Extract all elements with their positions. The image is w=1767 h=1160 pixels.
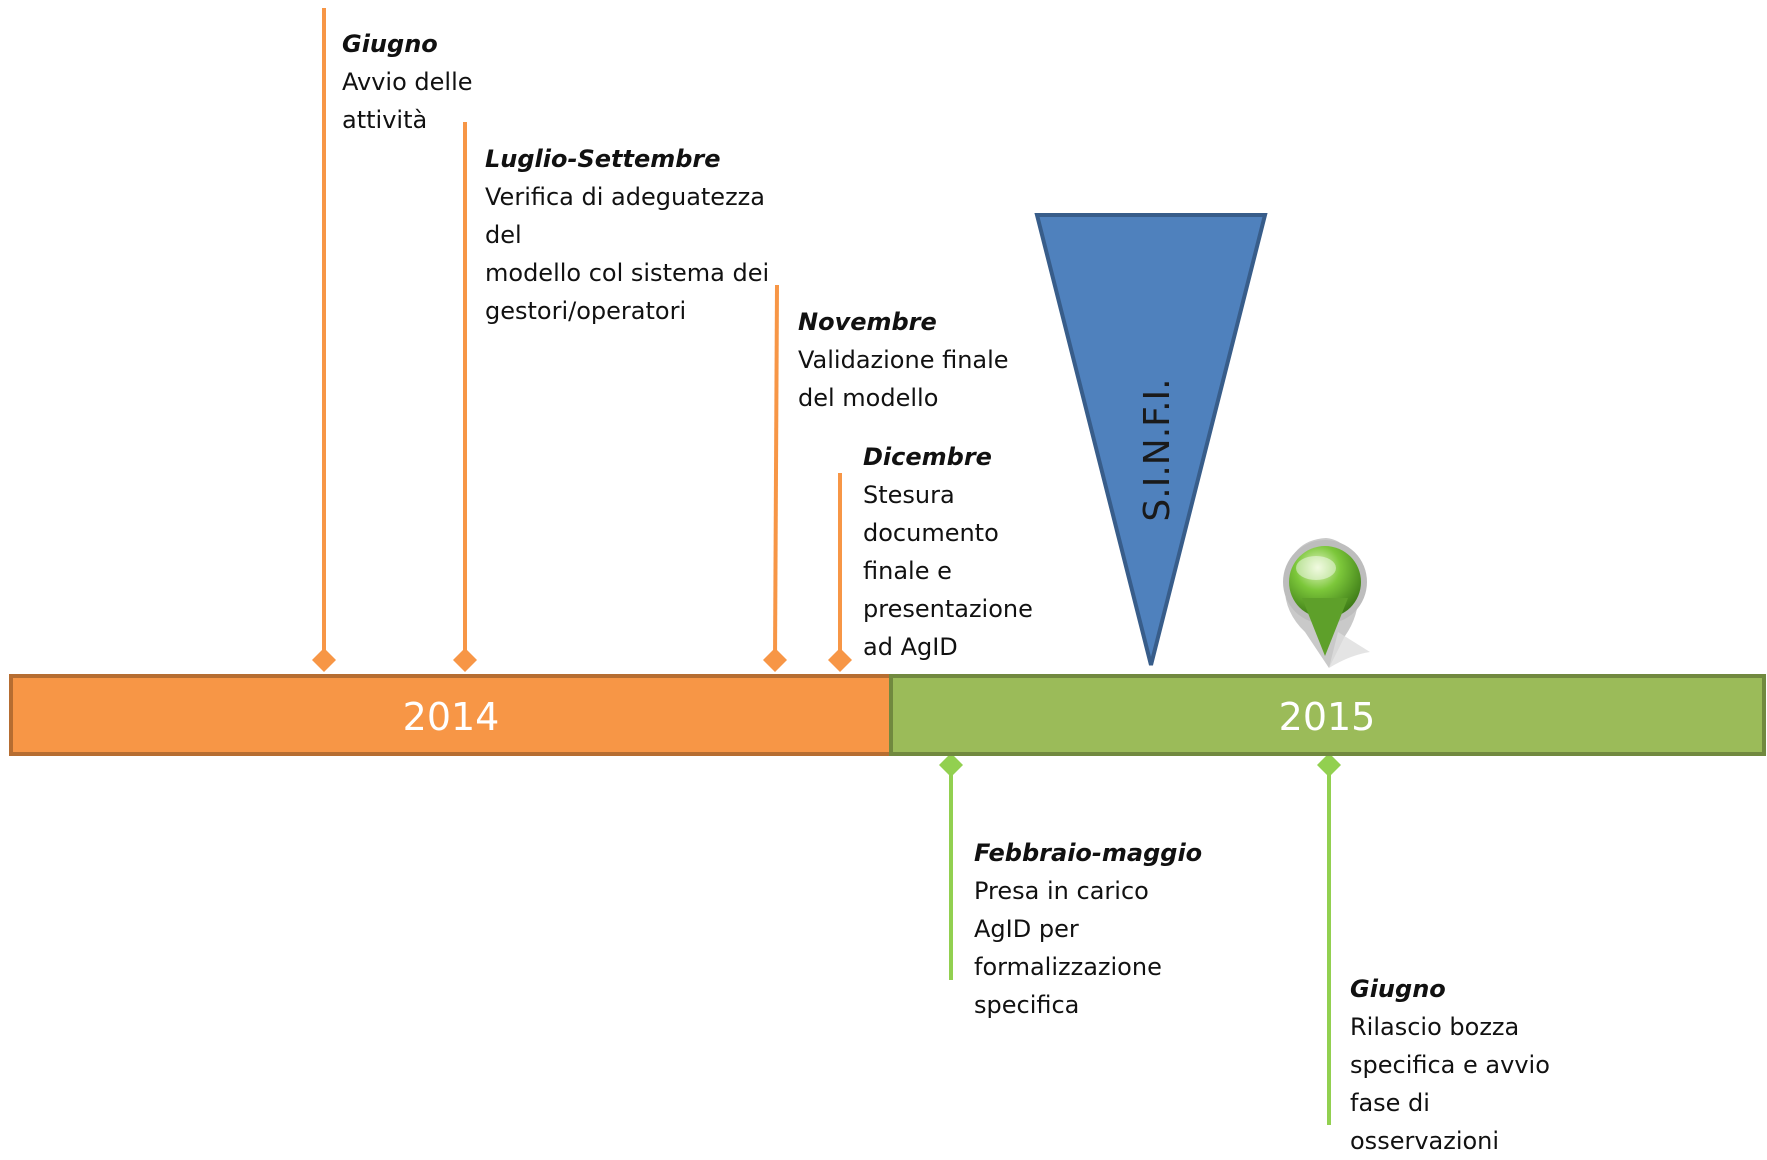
year-label-2014: 2014 <box>403 695 500 739</box>
year-bar-2015 <box>889 674 1766 756</box>
event-description: Presa in carico AgID per formalizzazione… <box>974 877 1162 1019</box>
event-title: Novembre <box>798 308 937 336</box>
event-novembre-2014: Novembre Validazione finale del modello <box>798 303 1009 417</box>
sinfi-triangle <box>1034 213 1268 666</box>
year-label-2015: 2015 <box>1279 695 1376 739</box>
event-luglio-settembre-2014: Luglio-Settembre Verifica di adeguatezza… <box>485 140 769 330</box>
event-giugno-2015: Giugno Rilascio bozza specifica e avvio … <box>1350 970 1550 1160</box>
event-description: Avvio delle attività <box>342 68 473 134</box>
diamond-novembre-2014 <box>763 648 787 672</box>
event-description: Stesura documento finale e presentazione… <box>863 481 1033 661</box>
sinfi-label: S.I.N.F.I. <box>1137 378 1178 521</box>
event-title: Giugno <box>342 30 438 58</box>
event-description: Verifica di adeguatezza del modello col … <box>485 183 770 325</box>
diamond-giugno-2014 <box>312 648 336 672</box>
diamond-giugno-2015 <box>1317 753 1341 777</box>
event-title: Giugno <box>1350 975 1446 1003</box>
event-dicembre-2014: Dicembre Stesura documento finale e pres… <box>863 438 1033 666</box>
event-title: Febbraio-maggio <box>974 839 1203 867</box>
diamond-luglio-settembre-2014 <box>453 648 477 672</box>
year-bar-2014 <box>9 674 893 756</box>
event-description: Rilascio bozza specifica e avvio fase di… <box>1350 1013 1550 1155</box>
event-febbraio-maggio-2015: Febbraio-maggio Presa in carico AgID per… <box>974 834 1202 1024</box>
diamond-dicembre-2014 <box>828 648 852 672</box>
event-title: Luglio-Settembre <box>485 145 721 173</box>
map-pin-icon <box>1283 538 1370 668</box>
event-title: Dicembre <box>863 443 992 471</box>
diamond-febbraio-maggio-2015 <box>939 753 963 777</box>
event-giugno-2014: Giugno Avvio delle attività <box>342 25 473 139</box>
connector-novembre-2014 <box>773 284 779 661</box>
event-description: Validazione finale del modello <box>798 346 1009 412</box>
